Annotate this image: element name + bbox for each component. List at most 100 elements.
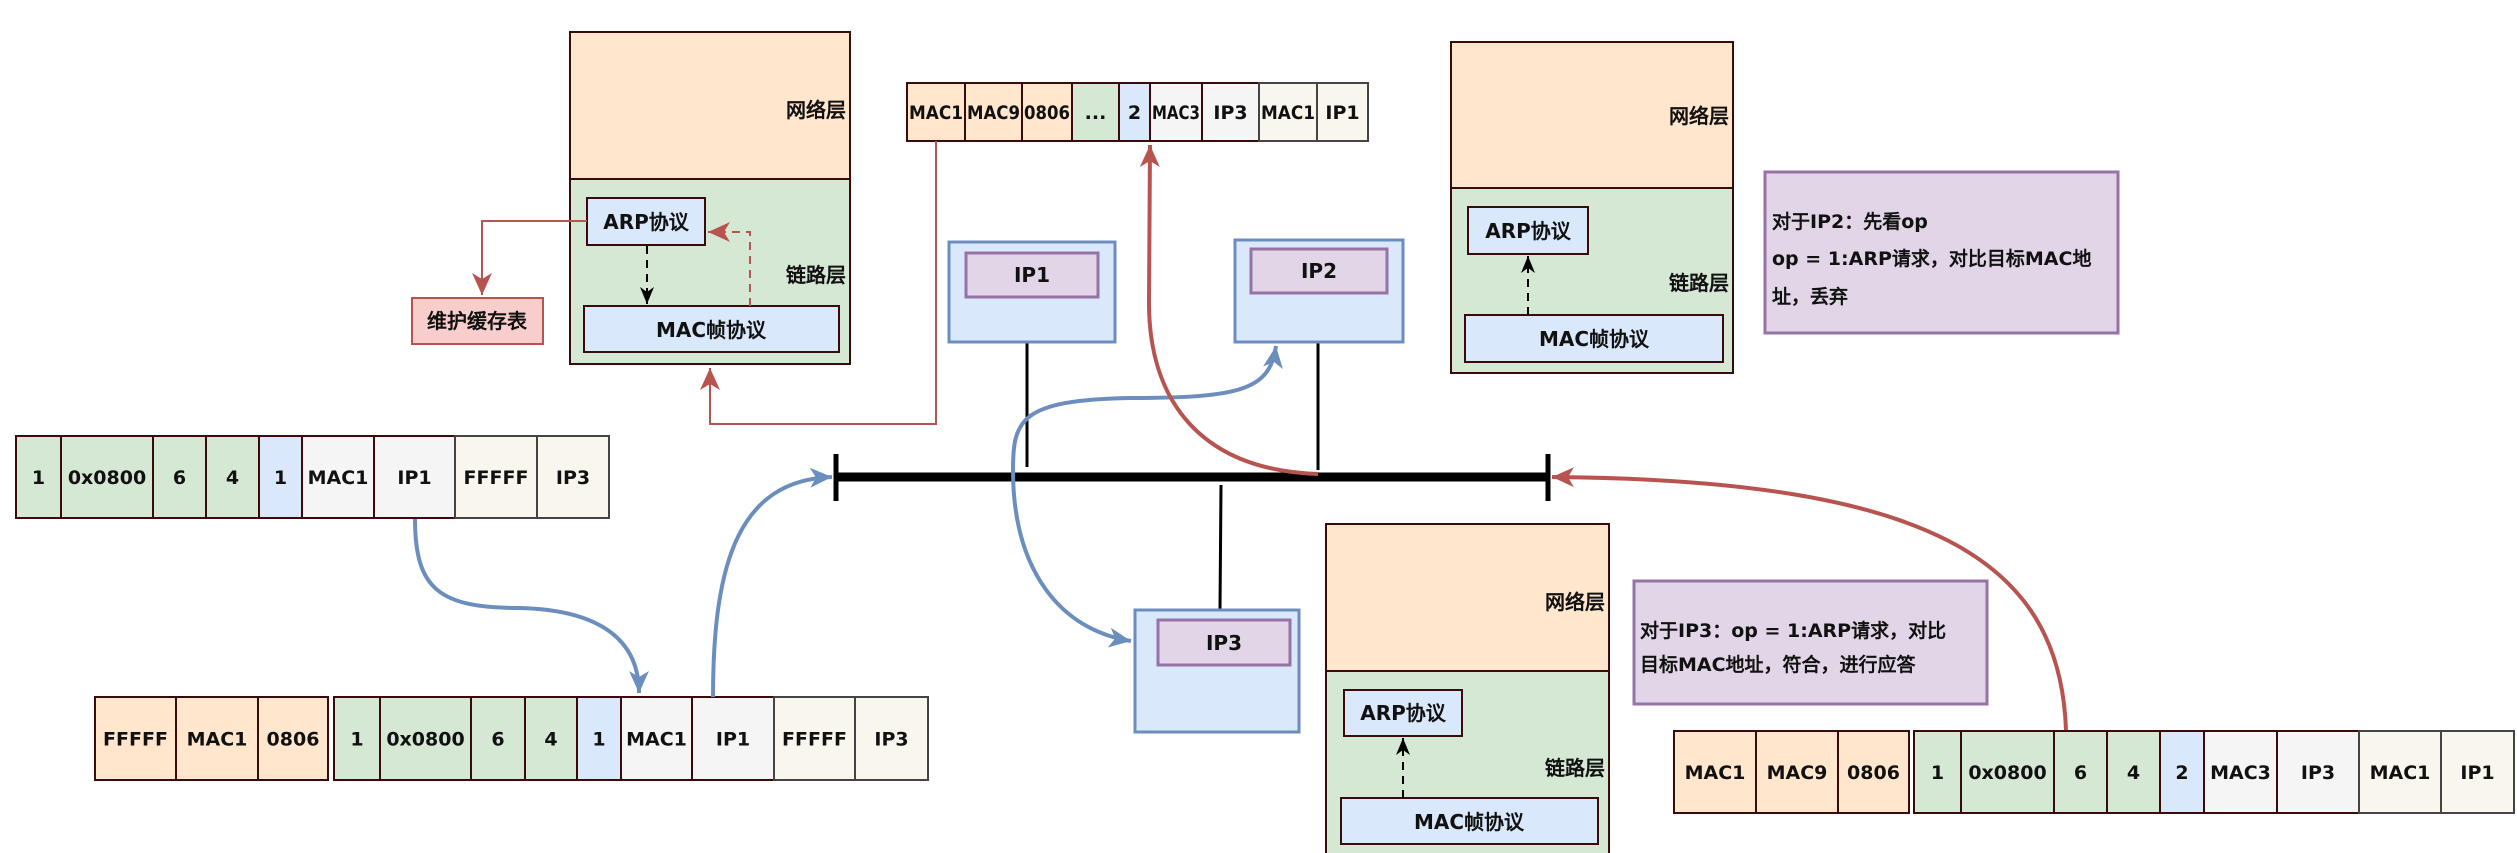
host-ip2-label: IP2 — [1301, 259, 1337, 283]
protocol-stack-ip2: 网络层 链路层 ARP协议 MAC帧协议 — [1450, 41, 1734, 374]
packet-field — [1316, 82, 1369, 142]
cache-box — [411, 297, 544, 345]
packet-field — [454, 435, 538, 519]
arp-protocol-box — [1467, 206, 1589, 255]
note-ip2 — [1763, 170, 2120, 335]
reply-to-bus-arrow — [1551, 467, 2068, 731]
packet-field-label: 0806 — [1847, 762, 1900, 784]
packet-field-label: FFFFF — [782, 729, 847, 751]
packet-field — [373, 435, 456, 519]
packet-field-label: 0x0800 — [1968, 762, 2046, 784]
packet-field-label: IP1 — [397, 467, 431, 489]
packet-field — [1837, 730, 1910, 814]
packet-field — [2358, 730, 2442, 814]
packet-field — [152, 435, 207, 519]
frame-to-stack-arrow — [700, 141, 937, 425]
packet-field — [379, 696, 472, 781]
arp-protocol-label: ARP协议 — [603, 210, 690, 234]
packet-field-label: MAC3 — [1152, 102, 1200, 124]
packet-field — [205, 435, 260, 519]
packet-field — [1021, 82, 1073, 142]
note-ip2-line-3: 址，丢弃 — [1772, 285, 1848, 308]
packet-field — [2053, 730, 2108, 814]
packet-field-label: 4 — [2127, 762, 2140, 784]
packet-field — [1149, 82, 1203, 142]
packet-field-label: MAC9 — [967, 102, 1020, 124]
arp-protocol-box — [1343, 689, 1463, 737]
packet-field-label: 1 — [32, 467, 45, 489]
mac-protocol-label: MAC帧协议 — [1414, 810, 1525, 834]
ip3-drop-line — [1218, 484, 1223, 611]
packet-field-label: 0806 — [267, 729, 320, 751]
packet-field — [470, 696, 526, 781]
host-ip1: IP1 — [947, 240, 1117, 344]
host-ip2: IP2 — [1233, 238, 1405, 344]
packet-field — [2159, 730, 2205, 814]
packet-field — [301, 435, 375, 519]
packet-field-label: MAC1 — [909, 102, 963, 124]
packet-field-label: MAC3 — [2210, 762, 2271, 784]
protocol-stack-ip3: 网络层 链路层 ARP协议 MAC帧协议 — [1325, 523, 1610, 853]
packet-field-label: IP3 — [1213, 102, 1247, 124]
network-layer-label: 网络层 — [1545, 590, 1605, 614]
mac-protocol-box — [1464, 314, 1724, 363]
packet-field-label: IP3 — [874, 729, 908, 751]
mac-to-arp-arrow — [708, 222, 751, 306]
note-ip3 — [1632, 579, 1989, 706]
mac-protocol-box — [1340, 797, 1599, 845]
packet-field-label: 1 — [592, 729, 605, 751]
arp-protocol-label: ARP协议 — [1360, 701, 1447, 725]
packet-field-label: 6 — [2074, 762, 2087, 784]
network-layer — [569, 31, 851, 180]
packet-field-label: MAC1 — [1685, 762, 1746, 784]
note-ip2-line-1: 对于IP2：先看op — [1772, 210, 1928, 233]
packet-field-label: IP1 — [1325, 102, 1359, 124]
packet-field-label: MAC1 — [187, 729, 248, 751]
packet-field-label: 2 — [1128, 102, 1141, 124]
packet-field — [1673, 730, 1757, 814]
packet-field — [2440, 730, 2515, 814]
packet-field-label: 1 — [1931, 762, 1944, 784]
packet-field-label: 0x0800 — [68, 467, 146, 489]
cache-box-label: 维护缓存表 — [427, 309, 528, 333]
packet-field — [536, 435, 610, 519]
packet-field-label: IP3 — [2301, 762, 2335, 784]
packet-field-label: 6 — [491, 729, 504, 751]
send-to-bus-arrow — [711, 467, 833, 698]
packet-field-label: MAC1 — [1261, 102, 1315, 124]
host-ip3-label: IP3 — [1206, 631, 1242, 655]
packet-field-label: 2 — [2175, 762, 2188, 784]
mac-protocol-label: MAC帧协议 — [1539, 327, 1650, 351]
packet-field-label: MAC9 — [1767, 762, 1828, 784]
packet-field-label: 6 — [173, 467, 186, 489]
link-layer-label: 链路层 — [1545, 756, 1605, 780]
packet-field-label: 4 — [226, 467, 239, 489]
network-layer — [1450, 41, 1734, 189]
note-ip2-line-2: op = 1:ARP请求，对比目标MAC地 — [1772, 247, 2091, 270]
link-layer-label: 链路层 — [1669, 271, 1729, 295]
host-ip3: IP3 — [1133, 608, 1301, 734]
note-ip3-line-2: 目标MAC地址，符合，进行应答 — [1640, 653, 1917, 676]
packet-field — [1118, 82, 1151, 142]
note-ip3-line-1: 对于IP3：op = 1:ARP请求，对比 — [1640, 619, 1946, 642]
packet-field — [524, 696, 578, 781]
packet-field — [854, 696, 929, 781]
arp-protocol-box — [586, 197, 706, 246]
packet-field — [257, 696, 329, 781]
packet-frame-reply-header: MAC1 MAC9 0806 — [1673, 730, 1910, 814]
packet-field — [691, 696, 775, 781]
packet-field-label: 0806 — [1024, 102, 1070, 124]
mac-protocol-label: MAC帧协议 — [656, 318, 767, 342]
packet-field — [576, 696, 622, 781]
packet-field-label: MAC1 — [2370, 762, 2431, 784]
link-layer-label: 链路层 — [786, 263, 846, 287]
bus-to-sender-arrow — [1139, 144, 1319, 476]
packet-field — [1071, 82, 1120, 142]
encapsulate-arrow — [413, 518, 649, 694]
packet-field — [2203, 730, 2278, 814]
packet-field-label: FFFFF — [464, 467, 529, 489]
